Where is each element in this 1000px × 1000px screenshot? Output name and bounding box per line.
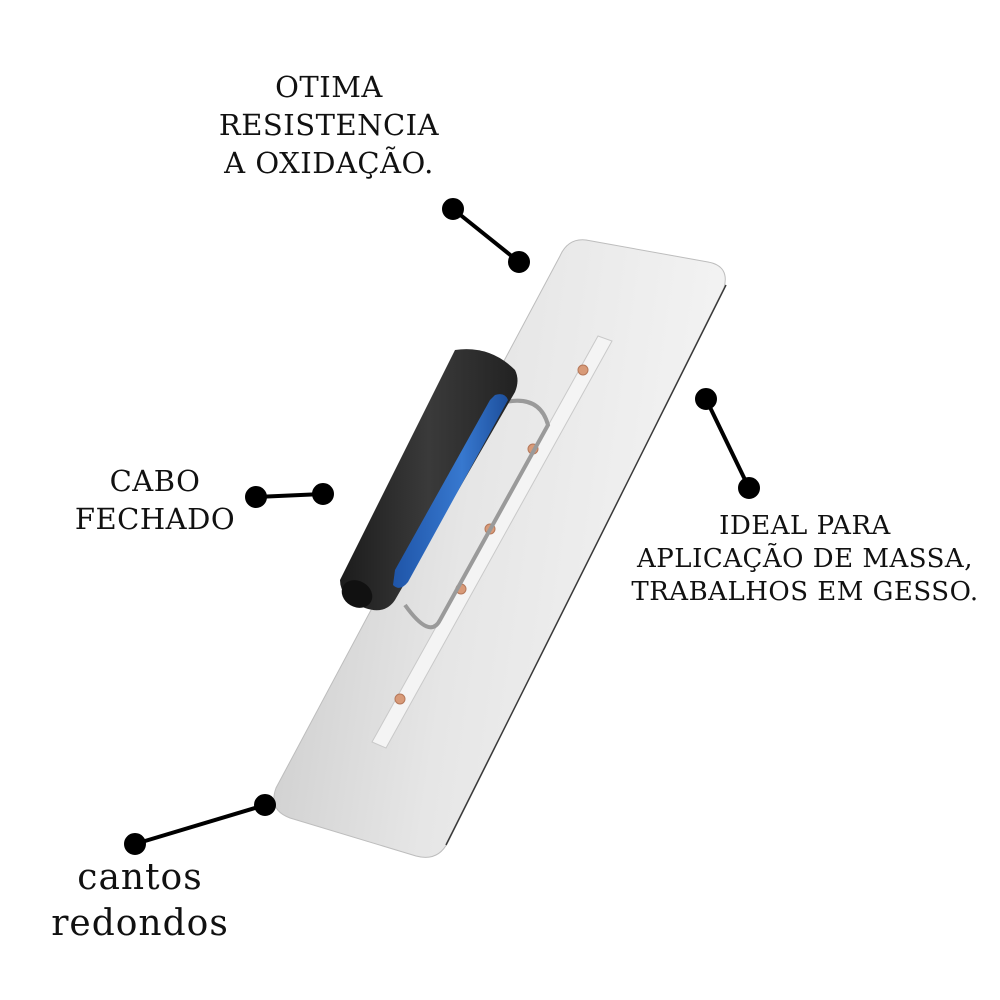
rivet-5 — [394, 693, 406, 705]
callout-line: A OXIDAÇÃO. — [224, 146, 434, 180]
callout-oxidation-resistance: OTIMA RESISTENCIA A OXIDAÇÃO. — [196, 68, 462, 182]
callout-closed-handle: CABO FECHADO — [40, 462, 270, 538]
callout-line: RESISTENCIA — [218, 108, 440, 142]
handle-blue-insert — [393, 394, 508, 588]
handle-bracket — [403, 398, 551, 630]
callout-line: TRABALHOS EM GESSO. — [631, 577, 979, 607]
trowel-plate — [273, 239, 727, 858]
callout-line: OTIMA — [275, 70, 383, 104]
connector-corners — [124, 794, 276, 855]
callout-line: CABO — [109, 464, 201, 498]
callout-line: cantos — [77, 857, 203, 898]
callout-line: APLICAÇÃO DE MASSA, — [637, 544, 973, 574]
callout-line: FECHADO — [74, 502, 236, 536]
connector-handle — [245, 483, 334, 508]
connector-usage — [695, 388, 760, 499]
callout-line: redondos — [51, 903, 229, 944]
callout-connectors — [124, 198, 760, 855]
rivet-1 — [577, 364, 589, 376]
callout-line: IDEAL PARA — [719, 511, 891, 541]
connector-oxidation — [442, 198, 530, 273]
callout-usage: IDEAL PARA APLICAÇÃO DE MASSA, TRABALHOS… — [620, 510, 990, 609]
callout-rounded-corners: cantos redondos — [40, 855, 240, 947]
closed-handle — [340, 349, 518, 611]
